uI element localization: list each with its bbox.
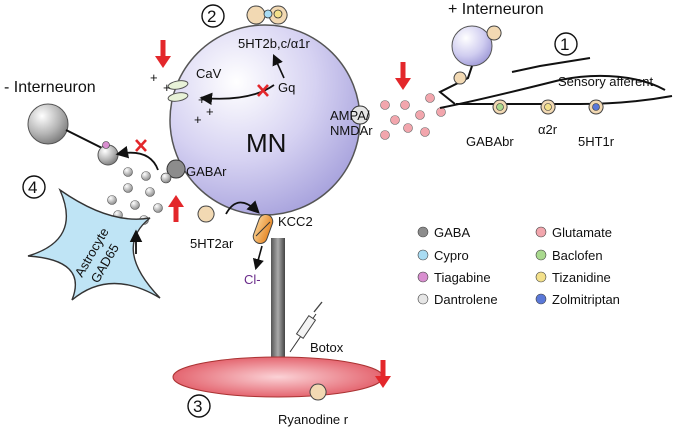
ht2a-receptor-icon	[197, 205, 215, 223]
plus-interneuron-receptor-icon	[486, 25, 502, 41]
minus-interneuron-axon	[65, 129, 103, 149]
svg-text:Cypro: Cypro	[434, 248, 469, 263]
botox-syringe-icon	[289, 301, 323, 353]
gaba-reuptake-arrow	[115, 145, 159, 171]
gq-block-x-icon	[257, 84, 269, 97]
gq-to-cav-arrow	[199, 84, 275, 106]
panel-number-1: 1	[554, 32, 578, 56]
legend-item: Glutamate	[535, 225, 612, 240]
glutamate-molecules	[380, 93, 446, 140]
muscle-fiber	[172, 356, 384, 398]
presynaptic-receptor-icon	[453, 71, 467, 85]
gabaa-receptor-icon	[160, 159, 186, 184]
gabaa-receptor-label: GABAr	[186, 164, 227, 179]
svg-text:Tizanidine: Tizanidine	[552, 270, 611, 285]
red-arrow-down-icon	[155, 40, 171, 68]
cav-channel-icon	[167, 80, 189, 102]
legend-item: Baclofen	[535, 248, 603, 263]
chloride-label: Cl-	[244, 272, 261, 287]
legend: GABA Glutamate Cypro Baclofen Tiagabine …	[417, 225, 620, 307]
legend-item: Dantrolene	[417, 292, 498, 307]
legend-item: Cypro	[417, 248, 469, 263]
ht2b-receptor-icon	[246, 5, 288, 25]
sensory-afferent-label: Sensory afferent	[558, 74, 654, 89]
panel-number-3: 3	[187, 394, 211, 418]
ryanodine-receptor-icon	[309, 383, 327, 401]
legend-item: Tizanidine	[535, 270, 611, 285]
gabab-receptor-label: GABAbr	[466, 134, 514, 149]
alpha2-receptor-label: α2r	[538, 122, 558, 137]
chloride-efflux-arrow	[252, 245, 264, 271]
sensory-afferent-top	[511, 57, 591, 73]
legend-item: GABA	[417, 225, 470, 240]
plus-interneuron-label: + Interneuron	[448, 1, 544, 18]
svg-text:4: 4	[28, 178, 37, 197]
plus-sign-1: +	[150, 70, 158, 85]
ryanodine-receptor-label: Ryanodine r	[278, 412, 349, 427]
cav-label: CaV	[196, 66, 222, 81]
svg-text:Baclofen: Baclofen	[552, 248, 603, 263]
red-arrow-up-icon	[168, 195, 184, 222]
svg-text:Zolmitriptan: Zolmitriptan	[552, 292, 620, 307]
red-arrow-down-icon	[395, 62, 411, 90]
plus-sign-2: +	[163, 80, 171, 95]
svg-text:Glutamate: Glutamate	[552, 225, 612, 240]
ht1-receptor-label: 5HT1r	[578, 134, 615, 149]
sensory-afferent-branch	[455, 95, 673, 106]
red-arrow-down-icon	[375, 360, 391, 388]
legend-item: Tiagabine	[417, 270, 491, 285]
motor-neuron-label: MN	[246, 128, 286, 158]
tiagabine-molecule	[102, 141, 110, 149]
ampa-nmda-receptor-icon	[350, 105, 370, 125]
svg-text:Tiagabine: Tiagabine	[434, 270, 491, 285]
gq-to-ht2b-arrow	[272, 53, 285, 79]
panel-number-4: 4	[22, 175, 46, 199]
alpha2-receptor-icon	[540, 99, 556, 115]
plus-interneuron-axon	[438, 65, 473, 105]
kcc2-label: KCC2	[278, 214, 313, 229]
ht2a-to-kcc2-arrow	[225, 200, 260, 215]
svg-text:3: 3	[193, 397, 202, 416]
svg-text:2: 2	[207, 7, 216, 26]
ht1-receptor-icon	[588, 99, 604, 115]
ht2b-receptor-label: 5HT2b,c/α1r	[238, 36, 310, 51]
svg-text:Dantrolene: Dantrolene	[434, 292, 498, 307]
reuptake-block-x-icon	[135, 139, 147, 152]
gq-label: Gq	[278, 80, 295, 95]
minus-interneuron-cell	[27, 103, 69, 145]
plus-sign-4: +	[206, 104, 214, 119]
gabab-receptor-icon	[492, 99, 508, 115]
ht2a-receptor-label: 5HT2ar	[190, 236, 234, 251]
plus-sign-5: +	[194, 112, 202, 127]
legend-item: Zolmitriptan	[535, 292, 620, 307]
plus-interneuron-cell	[451, 25, 493, 67]
ampa-nmda-label-2: NMDAr	[330, 123, 373, 138]
botox-label: Botox	[310, 340, 344, 355]
plus-sign-3: +	[198, 92, 206, 107]
minus-interneuron-label: - Interneuron	[4, 79, 96, 96]
svg-text:1: 1	[560, 35, 569, 54]
sensory-afferent-fiber	[439, 74, 666, 109]
kcc2-transporter-icon	[252, 213, 274, 245]
astrocyte-cell	[27, 187, 161, 301]
panel-number-2: 2	[201, 4, 225, 28]
svg-text:GABA: GABA	[434, 225, 470, 240]
ampa-nmda-label-1: AMPA/	[330, 108, 370, 123]
